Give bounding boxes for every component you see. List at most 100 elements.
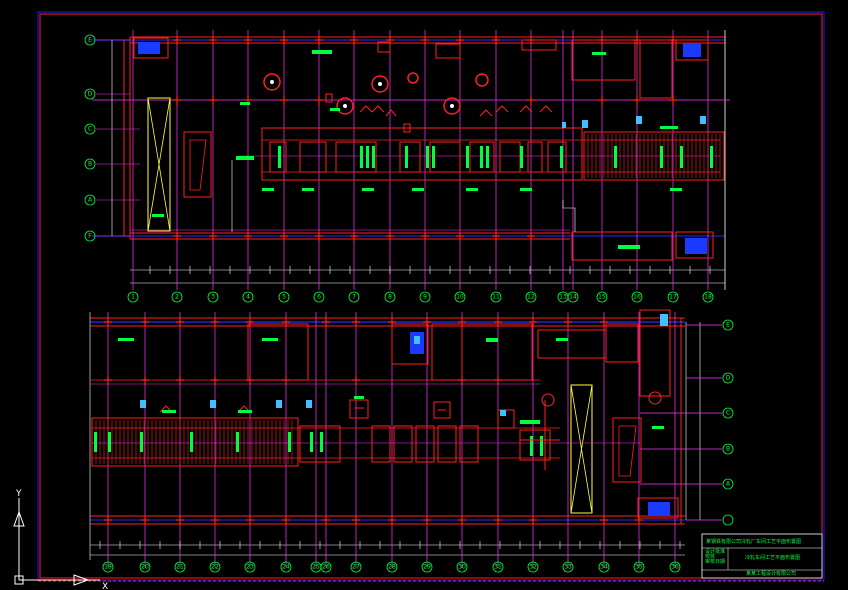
plan-bottom-room-7-cyan [660,314,668,326]
plan-top [92,30,730,290]
col-bubble-12: 12 [525,291,537,303]
svg-text:12: 12 [527,294,535,301]
plan-top-room-ne-1 [571,39,636,81]
col-bubble-18: 18 [702,291,714,303]
col-bubble-30: 30 [456,561,468,573]
title-block-project-name: 某钢铁有限公司冷轧厂车间工艺平面布置图 [706,538,801,545]
svg-text:11: 11 [492,294,500,301]
plan-top-room-ne-3-fill [683,43,701,57]
plan-top-room-se-fill [685,238,707,254]
col-bubble-32: 32 [527,561,539,573]
row-bubble-E: E [722,319,734,331]
plan-bottom-furnace-box [612,417,642,483]
col-bubble-13: 13 [557,291,569,303]
svg-text:8: 8 [388,294,392,301]
axis-bubble-B: B [84,158,96,170]
plan-bottom-columns [104,318,643,525]
col-bubble-4: 4 [242,291,254,303]
col-bubble-21: 21 [174,561,186,573]
svg-text:E: E [88,37,92,44]
ucs-y-arrow [13,510,25,527]
svg-text:F: F [88,233,92,240]
row-bubble-C: C [722,407,734,419]
svg-text:D: D [726,375,731,382]
plan-bottom-crane-bay-x [570,384,593,514]
col-bubble-3: 3 [207,291,219,303]
axis-bubble-A: A [84,194,96,206]
plan-bottom-row-lines [640,324,722,521]
plan-top-dim-ticks [149,266,711,274]
plan-bottom-row-bubbles: E D C B A [722,319,734,526]
plan-top-room-ne-3 [675,39,709,61]
svg-text:E: E [726,322,730,329]
title-block-company: 某某工程设计有限公司 [746,570,796,577]
title-block-row-0: 设计 [705,548,715,555]
plan-top-row-bubbles: E D C B A F [84,34,96,242]
ucs-x-label: X [102,582,108,590]
ucs-x-arrow [73,574,90,586]
axis-bubble-E: E [84,34,96,46]
col-bubble-29: 29 [421,561,433,573]
col-bubble-19: 19 [102,561,114,573]
svg-text:3: 3 [211,294,215,301]
svg-text:32: 32 [529,564,537,571]
col-bubble-2: 2 [171,291,183,303]
col-bubble-27: 27 [350,561,362,573]
axis-bubble-D: D [84,88,96,100]
col-bubble-34: 34 [598,561,610,573]
col-bubble-25: 25 [310,561,322,573]
plan-bottom-furnace-inner [618,425,637,477]
plan-top-machinery [325,39,557,133]
col-bubble-28: 28 [386,561,398,573]
svg-text:18: 18 [704,294,712,301]
title-block-row-1: 校核 [705,553,715,560]
plan-top-col-bubbles: 1 2 3 4 5 6 7 8 9 10 11 12 13 14 15 16 1… [127,291,714,303]
col-bubble-36: 36 [669,561,681,573]
plan-top-room-se [571,231,673,261]
svg-text:35: 35 [635,564,643,571]
svg-text:2: 2 [175,294,179,301]
plan-bottom-entry-stripes [95,420,293,464]
svg-text:C: C [88,126,92,133]
svg-text:A: A [88,197,93,204]
ucs-icon: Y X [13,489,108,590]
col-bubble-11: 11 [490,291,502,303]
svg-text:1: 1 [131,294,135,301]
title-block[interactable]: 某钢铁有限公司冷轧厂车间工艺平面布置图 设计 校核 审核 批准 日期 冷轧车间工… [701,533,823,579]
col-bubble-23: 23 [244,561,256,573]
title-block-frame [701,533,823,579]
col-bubble-8: 8 [384,291,396,303]
svg-text:28: 28 [388,564,396,571]
row-bubble-A: A [722,478,734,490]
plan-top-equipment-hatch [278,146,713,168]
plan-top-room-nw-fill [138,42,160,54]
col-bubble-17: 17 [667,291,679,303]
col-bubble-20: 20 [139,561,151,573]
outer-frame [37,11,825,581]
plan-top-furnace-box [183,131,212,198]
plan-bottom-crane-bay [570,384,593,514]
col-bubble-33: 33 [562,561,574,573]
plan-top-crane-bay-x [147,97,171,232]
plan-bottom-equipment [299,399,551,463]
plan-bottom-equipment-hatch [94,420,543,456]
col-bubble-14: 14 [567,291,579,303]
svg-text:C: C [726,410,730,417]
title-block-row-2: 审核 [705,558,715,565]
col-bubble-1: 1 [127,291,139,303]
col-bubble-6: 6 [313,291,325,303]
axis-bubble-C: C [84,123,96,135]
svg-text:13: 13 [559,294,567,301]
svg-text:21: 21 [176,564,184,571]
plan-bottom [89,309,722,568]
plan-top-row-lines [96,39,140,237]
plan-top-coil-cores [270,80,454,108]
svg-text:26: 26 [322,564,330,571]
plan-bottom-col-bubbles: 19 20 21 22 23 24 25 26 27 28 29 30 31 3… [102,561,681,573]
plan-bottom-entry-section [91,417,299,467]
svg-text:20: 20 [141,564,149,571]
svg-text:16: 16 [633,294,641,301]
svg-text:27: 27 [352,564,360,571]
svg-text:22: 22 [211,564,219,571]
